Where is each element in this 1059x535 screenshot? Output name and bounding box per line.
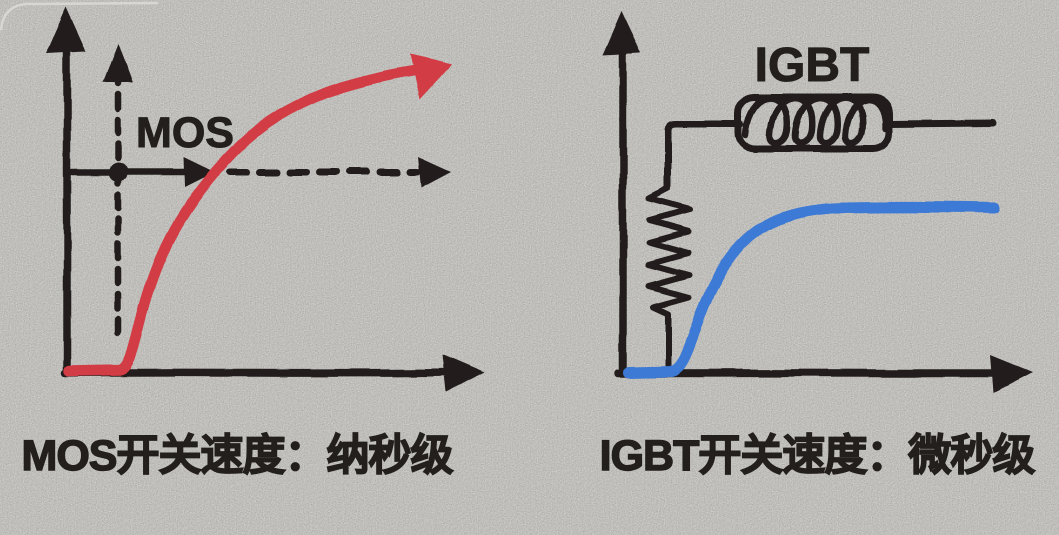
igbt-x-axis-arrow-icon — [990, 355, 1032, 392]
igbt-panel: IGBT IGBT开关速度：微秒级 — [599, 11, 1037, 481]
igbt-wire-right — [885, 119, 996, 128]
mos-curve — [63, 63, 432, 377]
igbt-inductor-coil-icon — [741, 95, 889, 147]
mos-solid-arrow-icon — [184, 157, 215, 187]
igbt-spring-icon — [646, 181, 692, 371]
mos-origin-dot — [108, 162, 128, 182]
igbt-y-axis — [618, 46, 628, 376]
mos-x-axis-arrow-icon — [442, 354, 484, 392]
mos-caption: MOS开关速度：纳秒级 — [22, 432, 454, 480]
igbt-sketch — [602, 11, 1032, 392]
mos-curve-label: MOS — [136, 109, 234, 157]
igbt-caption: IGBT开关速度：微秒级 — [600, 432, 1036, 480]
mos-y-axis-arrow-icon — [46, 7, 86, 53]
igbt-curve — [623, 201, 1000, 378]
mos-y-axis — [62, 42, 72, 376]
mos-dashed-y-arrow-icon — [103, 44, 133, 82]
mos-curve-arrow-icon — [410, 54, 452, 99]
igbt-y-axis-arrow-icon — [602, 11, 641, 55]
card-corner-artifact — [0, 1, 159, 31]
mos-dashed-x-arrow-icon — [418, 157, 451, 188]
igbt-curve-label: IGBT — [755, 39, 870, 92]
igbt-wire-left — [664, 120, 744, 190]
mos-panel: MOS MOS开关速度：纳秒级 — [21, 7, 484, 481]
mos-sketch — [46, 7, 484, 392]
